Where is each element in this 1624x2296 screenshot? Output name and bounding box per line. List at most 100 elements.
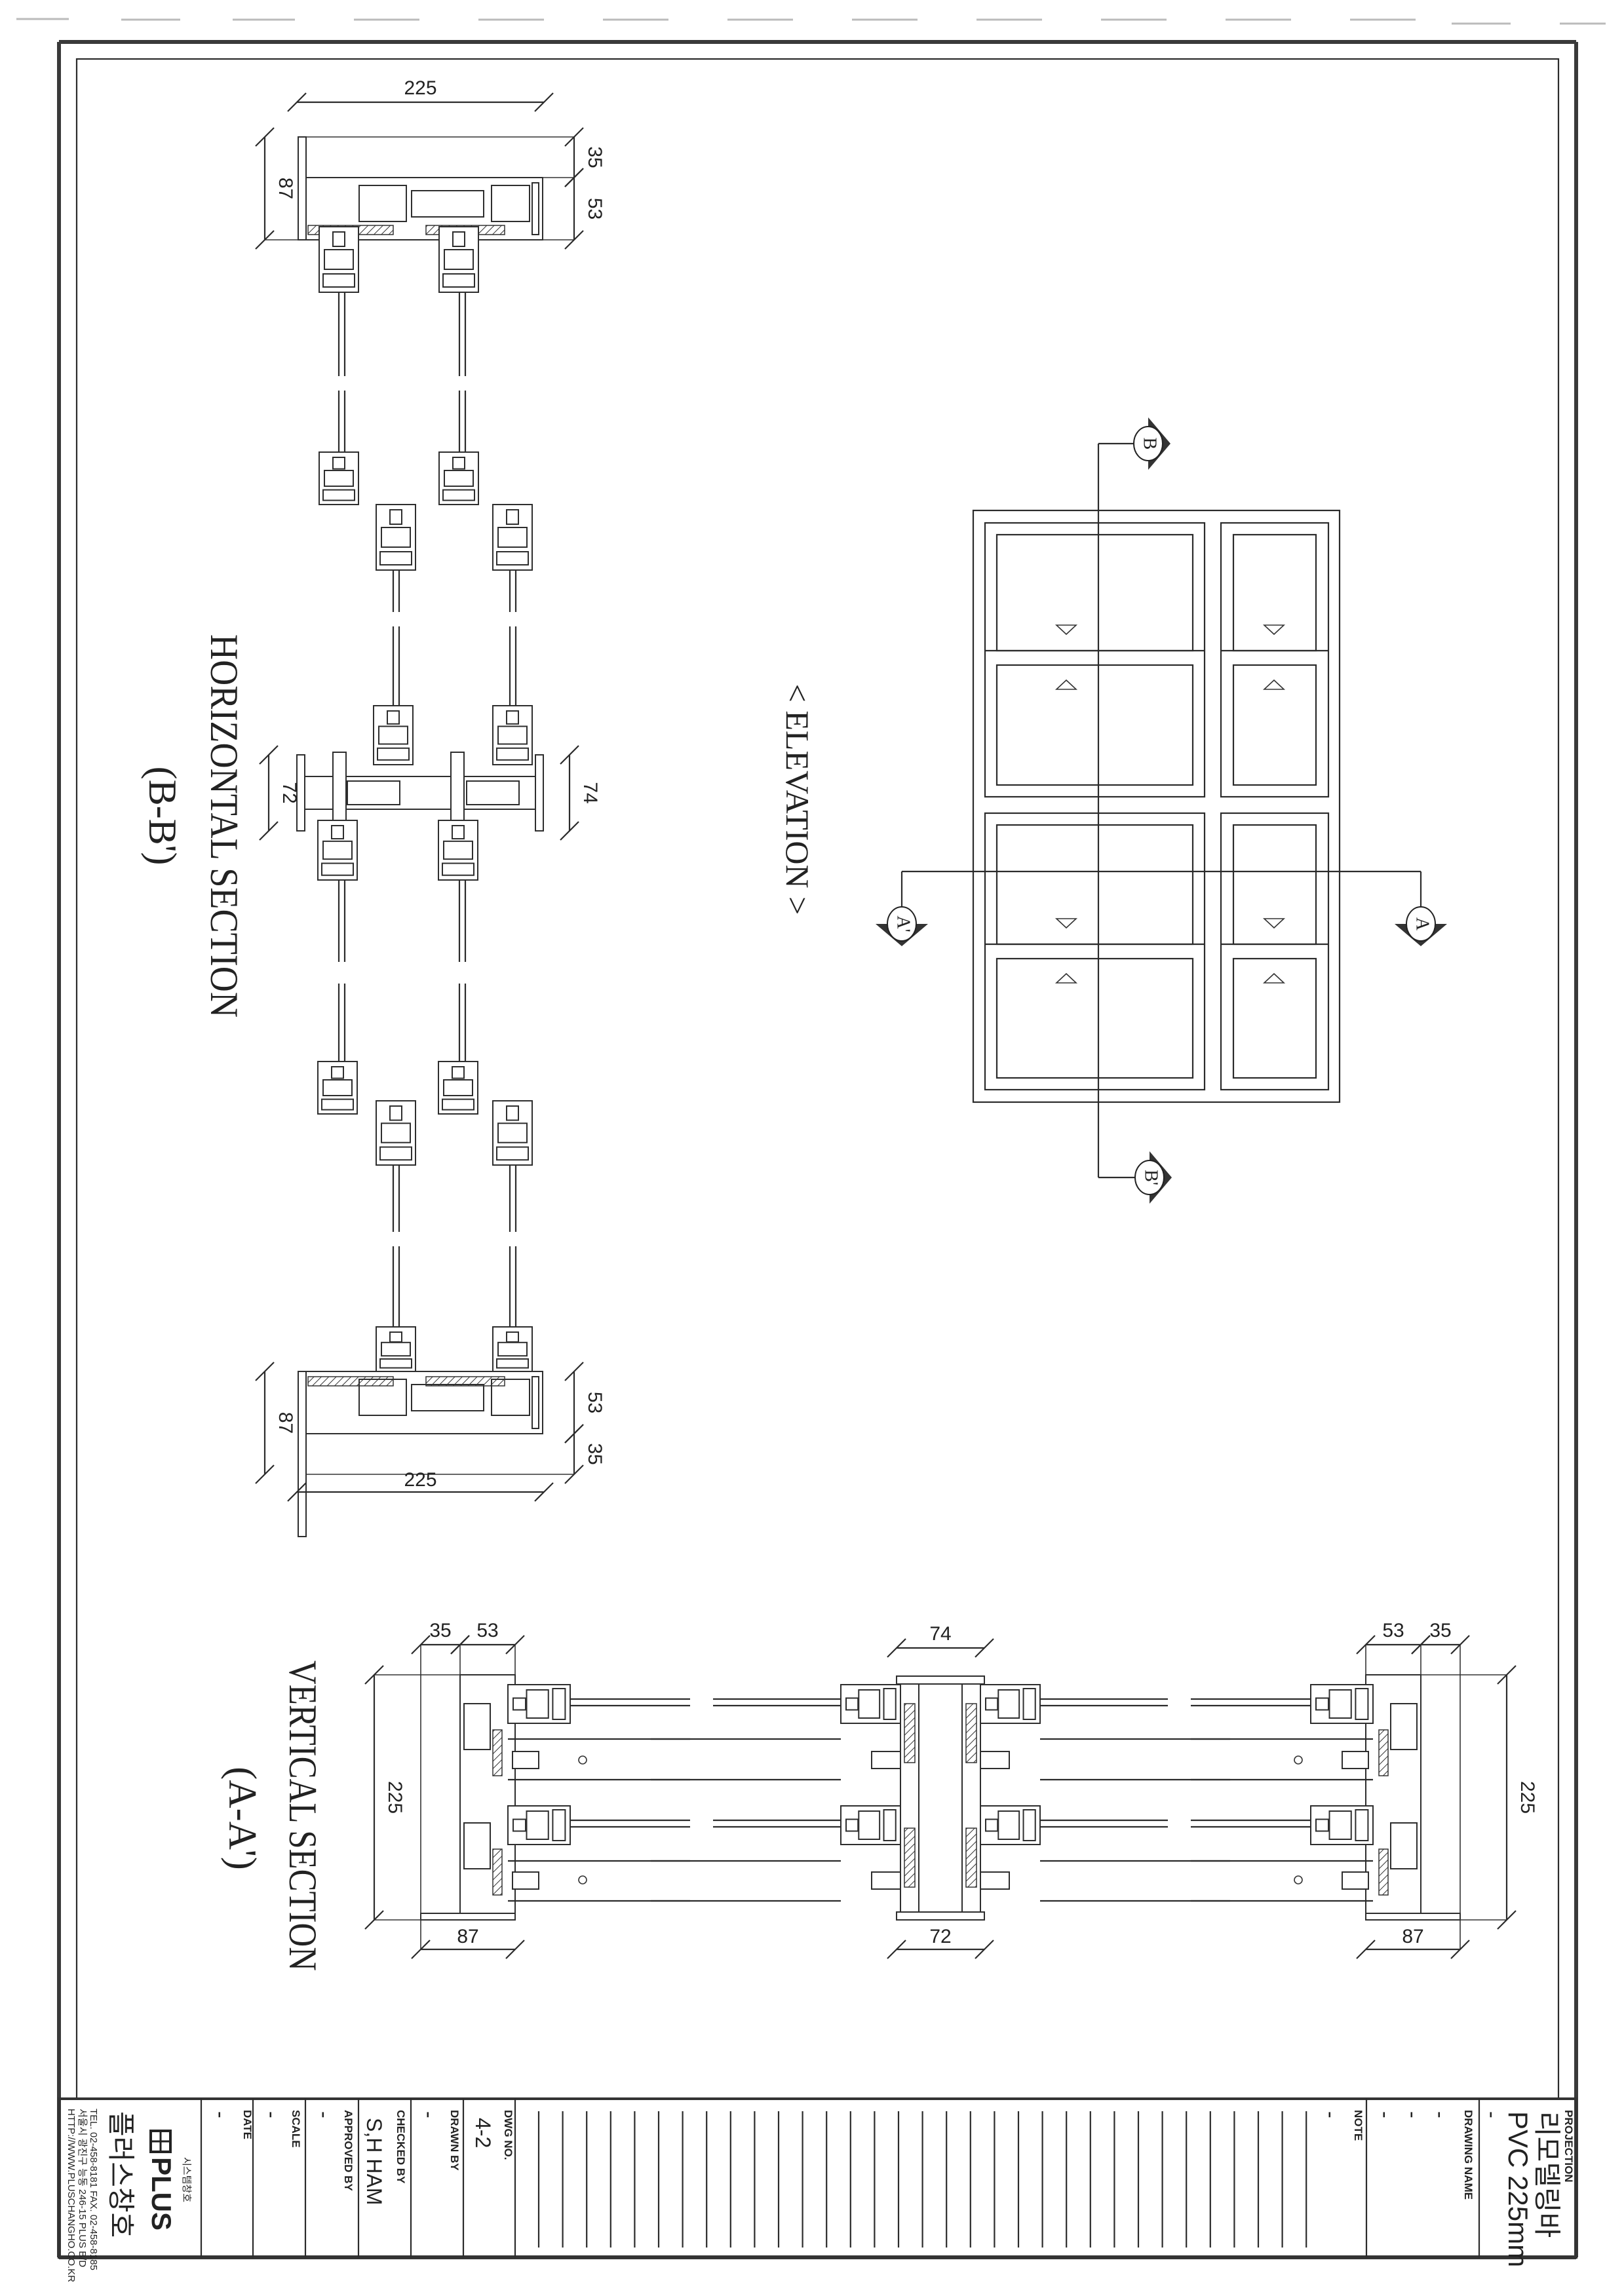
glass-pane	[458, 880, 467, 1062]
center-mullion	[296, 752, 544, 834]
sash-frame	[1220, 522, 1330, 798]
roller-bracket	[512, 1871, 539, 1890]
window-unit	[1220, 522, 1330, 798]
glazing-bead	[506, 509, 519, 525]
mullion-flange	[535, 754, 544, 832]
dimension-label: 35	[584, 146, 606, 168]
sash-chamber	[552, 1688, 566, 1720]
dimension-tick	[534, 1482, 554, 1502]
frame-flange	[298, 1371, 307, 1537]
dimension-tick	[1497, 1665, 1517, 1685]
glazing-bead	[506, 1331, 519, 1343]
slide-down-arrow-icon	[1262, 624, 1286, 636]
glass-pane-upper	[1232, 824, 1317, 946]
sash-chamber	[443, 840, 473, 860]
glazing-bead	[512, 1818, 526, 1832]
side-frame-flange	[1365, 1913, 1461, 1921]
glass-pane-lower	[996, 957, 1194, 1079]
sash-chamber	[496, 551, 529, 565]
roller-bracket	[980, 1871, 1010, 1890]
dimension-label: 53	[584, 198, 606, 220]
dim-left-depth: 87	[411, 1926, 525, 1959]
dim-bottom-outer: 35	[564, 1424, 606, 1484]
sash-chamber	[322, 1079, 353, 1096]
dim-left-overall: 225	[364, 1665, 406, 1930]
date-value: -	[209, 2111, 233, 2118]
sash-chamber	[497, 527, 528, 548]
section-marker-label: B	[1140, 438, 1160, 450]
glazing-bead	[331, 1066, 344, 1079]
section-marker-label: B'	[1141, 1170, 1161, 1185]
dimension-tick	[564, 168, 584, 187]
dim-mullion-bottom: 72	[887, 1926, 994, 1959]
dimension-tick	[564, 1362, 584, 1381]
dimension-tick	[259, 745, 279, 765]
dimension-label: 74	[579, 782, 601, 803]
elevation-view: BB'A'A	[876, 417, 1447, 1204]
dwg-no-value: 4-2	[471, 2118, 495, 2148]
elevation-title: < ELEVATION >	[779, 684, 816, 915]
drawn-by-value: -	[417, 2111, 441, 2118]
roller-icon	[578, 1875, 587, 1885]
window-logo-icon	[149, 2130, 172, 2153]
glazing-bead	[387, 710, 400, 725]
inner-sash-jamb	[373, 705, 414, 765]
roller-bracket	[512, 1751, 539, 1769]
glass-pane-lower	[1232, 957, 1317, 1079]
dimension-label: 225	[1517, 1781, 1538, 1814]
sash-chamber	[496, 1146, 529, 1161]
sash-chamber	[444, 249, 474, 270]
dim-right-overall: 225	[1497, 1665, 1538, 1930]
window-unit	[984, 812, 1206, 1091]
sash-chamber	[381, 527, 411, 548]
sash-rail	[840, 1684, 901, 1724]
vertical-section-ref: (A-A')	[221, 1767, 264, 1869]
outer-frame	[972, 509, 1341, 1103]
dim-mullion-left: 72	[259, 745, 300, 841]
reinforcement-hatch	[425, 1376, 505, 1387]
dim-top-outer: 35	[564, 127, 606, 187]
head-frame	[298, 136, 543, 240]
reinforcement-hatch	[307, 1376, 394, 1387]
scan-edge-marks	[16, 18, 1606, 25]
sash-chamber	[379, 1146, 412, 1161]
note-label: NOTE	[1352, 2110, 1364, 2141]
sash-chamber	[997, 1810, 1020, 1840]
dimension-tick	[560, 821, 579, 841]
inner-sash-jamb	[492, 705, 533, 765]
sash-chamber	[526, 1689, 549, 1719]
glazing-bead	[332, 231, 345, 247]
sash-rail	[507, 1805, 571, 1845]
roller-bracket	[871, 1751, 901, 1769]
transom-flange	[896, 1911, 985, 1921]
dimension-label: 225	[404, 77, 436, 99]
outer-sash-meeting-stile	[319, 451, 359, 505]
sash-chamber	[497, 1341, 528, 1357]
outer-sash-jamb	[438, 820, 478, 881]
glass-pane-upper	[996, 533, 1194, 652]
dimension-tick	[564, 1464, 584, 1484]
dimension-tick	[564, 127, 584, 147]
dimension-label: 35	[429, 1620, 451, 1641]
vertical-section-title: VERTICAL SECTION	[281, 1660, 324, 1971]
roller-icon	[1294, 1755, 1303, 1765]
dimension-tick	[975, 1638, 994, 1658]
section-marker-b-prime: B'	[1134, 1151, 1172, 1204]
reinforcement-hatch	[904, 1703, 916, 1763]
dimension-tick	[975, 1940, 994, 1959]
horizontal-section-ref: (B-B')	[141, 767, 184, 866]
glazing-bead	[452, 1066, 465, 1079]
sash-chamber	[322, 273, 355, 288]
dimension-tick	[255, 1362, 275, 1381]
dimension-label: 35	[584, 1443, 606, 1464]
approved-by-label: APPROVED BY	[342, 2110, 355, 2191]
sash-chamber	[1022, 1688, 1036, 1720]
inner-sash-meeting-stile	[492, 1100, 533, 1166]
sash-chamber	[496, 1358, 529, 1369]
mullion-flange	[296, 754, 305, 832]
sash-chamber	[858, 1689, 881, 1719]
sash-rail	[980, 1684, 1041, 1724]
glass-pane-lower	[996, 664, 1194, 786]
dimension-label: 87	[1402, 1926, 1423, 1947]
